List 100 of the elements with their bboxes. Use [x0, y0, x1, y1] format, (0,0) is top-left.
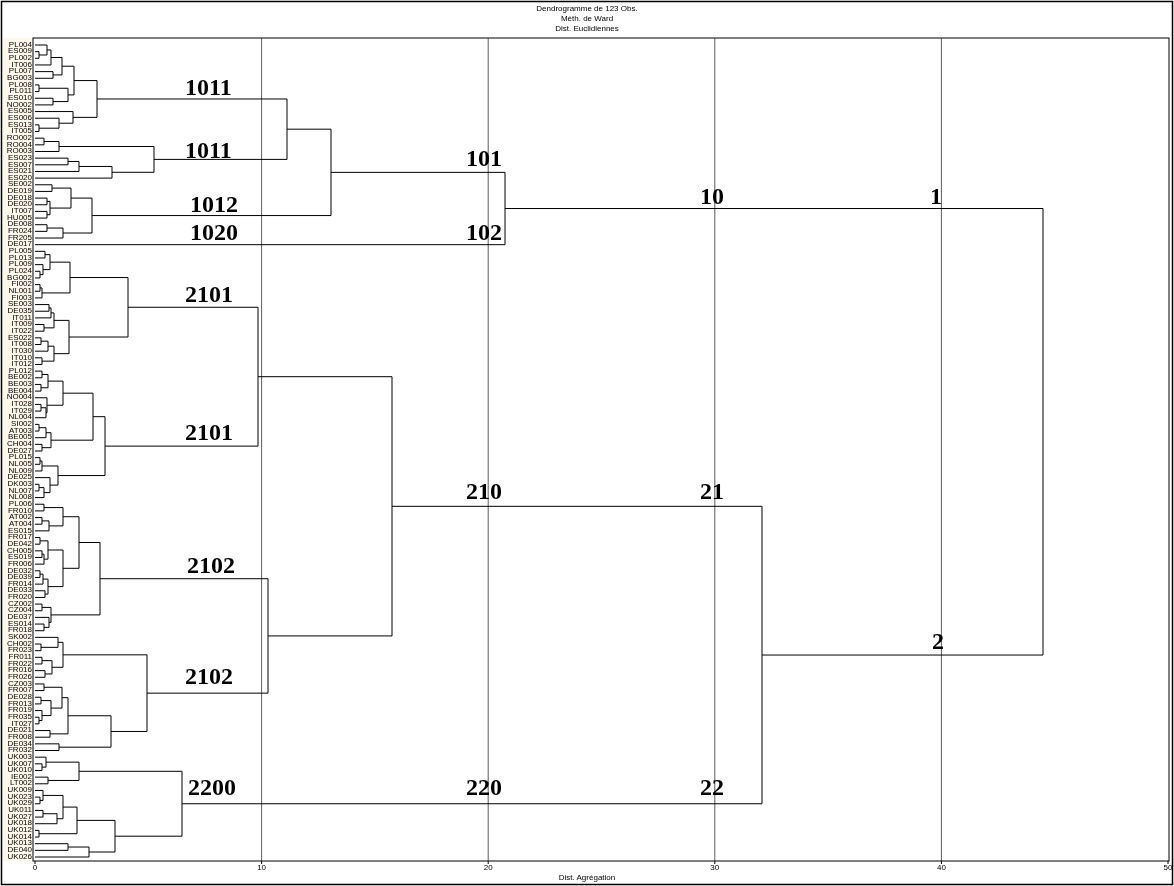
- leaf-label: DE040: [7, 847, 32, 854]
- axis-tick-label: 50: [1163, 864, 1173, 872]
- leaf-label: NL009: [8, 467, 32, 475]
- cluster-label: 2101: [185, 282, 233, 306]
- leaf-label: CH005: [7, 547, 32, 555]
- leaf-label: DE039: [7, 574, 32, 581]
- leaf-label: PL007: [8, 68, 32, 75]
- subtitle: Dist. Euclidiennes: [555, 25, 619, 33]
- leaf-label: PL009: [8, 261, 32, 268]
- leaf-label: UK011: [8, 807, 32, 814]
- leaf-label: NO004: [6, 394, 32, 402]
- leaf-label: DE037: [7, 614, 32, 621]
- leaf-label: AT004: [9, 520, 32, 528]
- leaf-label: PL002: [8, 55, 32, 62]
- leaf-label: ES015: [7, 527, 32, 535]
- leaf-label: FR011: [8, 654, 32, 661]
- leaf-label: FR020: [8, 594, 32, 601]
- leaf-label: UK013: [7, 840, 32, 847]
- leaf-label: ES022: [7, 334, 32, 342]
- leaf-label: FR023: [8, 647, 32, 654]
- leaf-label: HU005: [7, 214, 32, 222]
- cluster-label: 102: [466, 220, 502, 244]
- leaf-label: DE042: [7, 540, 32, 548]
- leaf-label: AT002: [9, 514, 32, 521]
- cluster-label: 210: [466, 479, 502, 503]
- leaf-label: DE035: [7, 307, 32, 315]
- leaf-label: FR024: [8, 228, 32, 235]
- leaf-label: ES010: [7, 94, 32, 102]
- leaf-label: NL004: [8, 414, 32, 421]
- leaf-label: IT006: [11, 61, 32, 69]
- cluster-label: 22: [700, 775, 724, 799]
- leaf-label: FR014: [8, 580, 32, 588]
- leaf-label: BG003: [7, 74, 32, 82]
- leaf-label: IT009: [11, 321, 32, 328]
- cluster-label: 220: [466, 775, 502, 799]
- leaf-label: UK027: [7, 813, 32, 821]
- axis-tick-label: 0: [32, 864, 38, 872]
- leaf-label: PL012: [8, 367, 32, 375]
- leaf-label: DE018: [7, 194, 32, 202]
- leaf-label: FR008: [8, 733, 32, 741]
- leaf-label: PL004: [8, 41, 32, 49]
- leaf-label: UK010: [7, 767, 32, 774]
- cluster-label: 2102: [185, 664, 233, 688]
- leaf-label: SE002: [7, 181, 32, 189]
- cluster-label: 10: [700, 184, 724, 208]
- cluster-label: 2200: [188, 775, 236, 799]
- leaf-label: ES009: [7, 48, 32, 55]
- leaf-label: IT008: [11, 341, 32, 348]
- leaf-label: FR035: [8, 713, 32, 721]
- axis-tick-label: 30: [710, 864, 720, 872]
- leaf-label: DE025: [7, 474, 32, 481]
- leaf-label: CH002: [7, 640, 32, 648]
- axis-title: Dist. Agrégation: [558, 874, 616, 882]
- leaf-label: BE002: [7, 374, 32, 382]
- leaf-label: IT028: [11, 401, 32, 408]
- leaf-label: NL007: [8, 487, 32, 495]
- leaf-label: UK023: [7, 793, 32, 801]
- leaf-label: ES007: [7, 161, 32, 169]
- leaf-label: PL008: [8, 81, 32, 89]
- leaf-label: DE021: [7, 727, 32, 734]
- cluster-label: 21: [700, 479, 724, 503]
- leaf-label: UK007: [7, 760, 32, 768]
- leaf-label: BE003: [7, 381, 32, 388]
- leaf-label: CZ004: [8, 607, 32, 615]
- subtitle: Méth. de Ward: [560, 15, 614, 23]
- cluster-label: 1011: [185, 138, 232, 162]
- leaf-label: FR007: [8, 687, 32, 694]
- leaf-label: CZ002: [8, 600, 32, 608]
- leaf-label: IT022: [11, 327, 32, 335]
- leaf-label: DE028: [7, 693, 32, 701]
- cluster-label: 1011: [185, 75, 232, 99]
- leaf-label: BG002: [7, 274, 32, 282]
- leaf-label: UK014: [7, 833, 32, 841]
- cluster-label: 2102: [187, 553, 235, 577]
- leaf-label: BE004: [7, 387, 32, 395]
- leaf-label: DE017: [7, 241, 32, 248]
- leaf-label: IT011: [12, 314, 32, 322]
- leaf-label: AT003: [9, 427, 32, 435]
- leaf-label: FI003: [11, 294, 32, 302]
- leaf-label: NL001: [8, 287, 32, 295]
- leaf-label: NO002: [6, 101, 32, 109]
- leaf-label: ES020: [7, 174, 32, 182]
- cluster-label: 101: [466, 146, 502, 170]
- leaf-label: IT012: [11, 361, 32, 368]
- leaf-label: SI002: [11, 421, 32, 428]
- leaf-label: ES006: [7, 114, 32, 122]
- leaf-label: FR019: [8, 707, 32, 714]
- leaf-label: DE027: [7, 447, 32, 455]
- chart-title: Dendrogramme de 123 Obs.: [536, 5, 638, 13]
- leaf-label: FI002: [11, 281, 32, 288]
- leaf-label: DE033: [7, 587, 32, 595]
- leaf-label: UK012: [7, 827, 32, 834]
- leaf-label: FR022: [8, 660, 32, 668]
- leaf-label: IT027: [11, 720, 32, 728]
- cluster-label: 1: [930, 184, 942, 208]
- cluster-label: 2101: [185, 420, 233, 444]
- leaf-label: IT005: [11, 128, 32, 135]
- leaf-label: DE032: [7, 567, 32, 575]
- leaf-label: IE002: [11, 773, 32, 781]
- leaf-label: FR018: [8, 627, 32, 634]
